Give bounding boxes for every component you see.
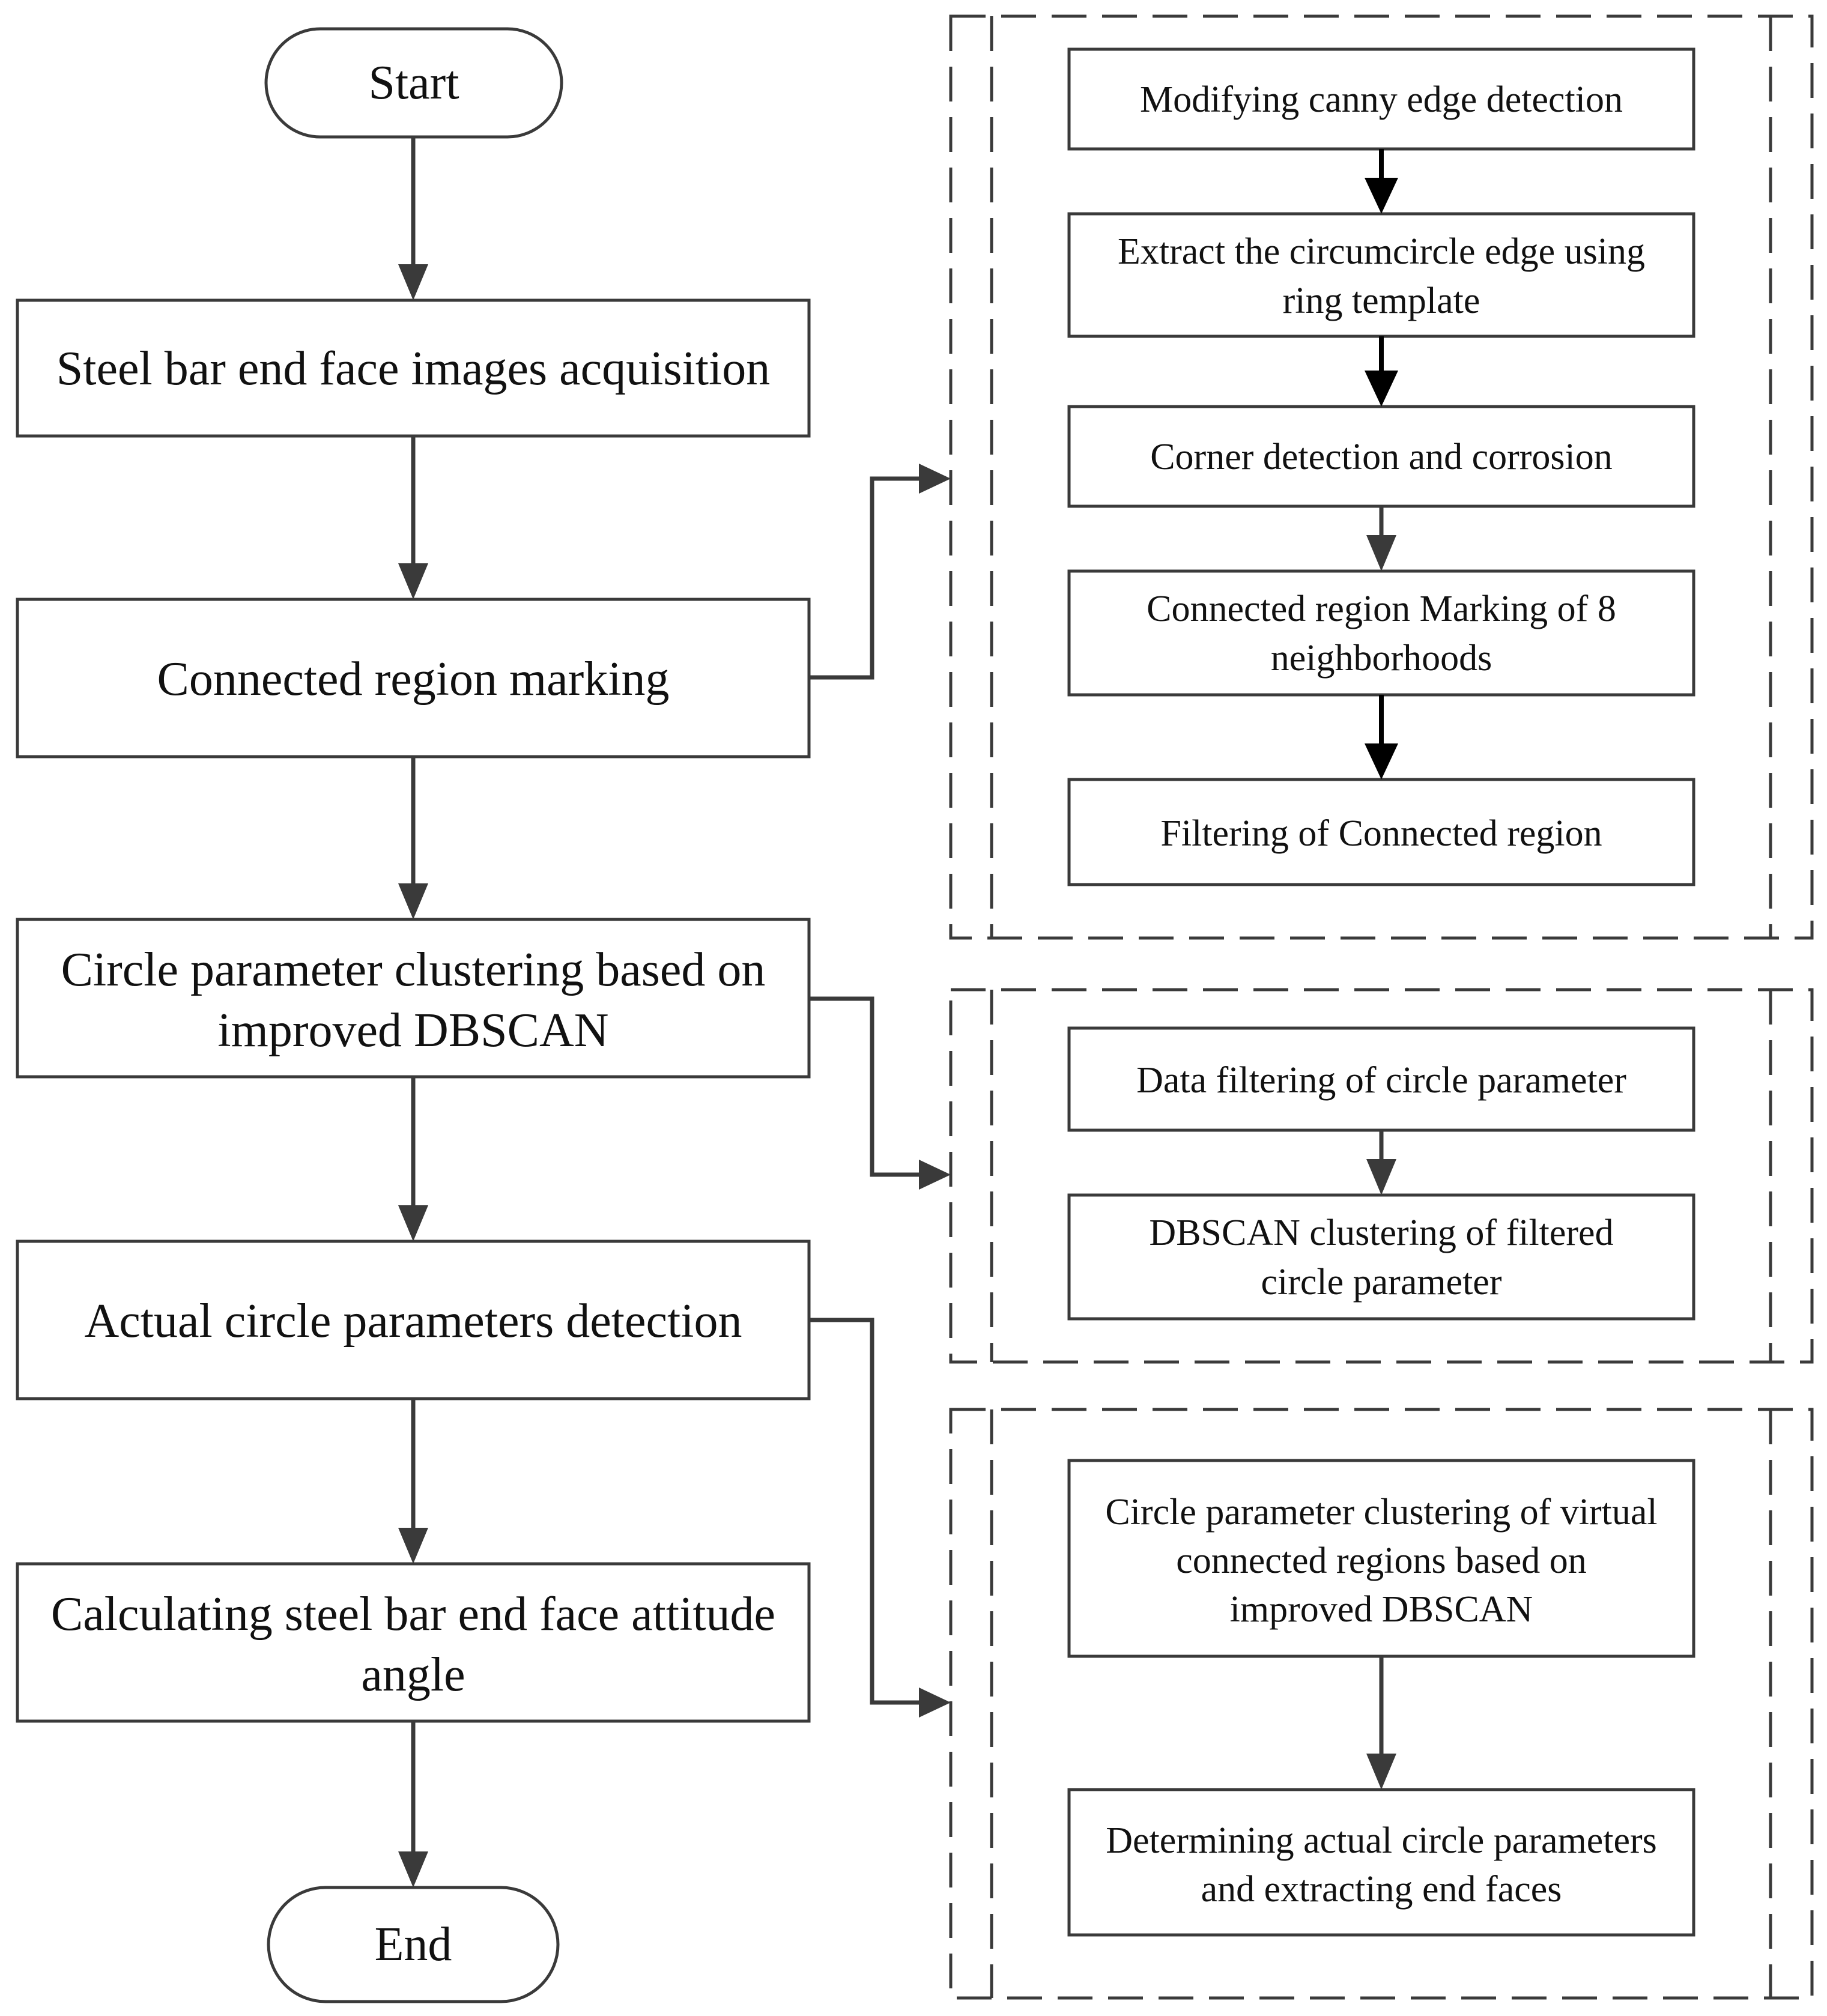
main-flow: Start Steel bar end face images acquisit… <box>16 27 811 2003</box>
clustering-box-data-filtering-label: Data filtering of circle parameter <box>1136 1060 1626 1101</box>
step-connected-region-marking-label: Connected region marking <box>157 653 669 706</box>
marking-box-8-neighborhood: Connected region Marking of 8 neighborho… <box>1067 569 1695 697</box>
start-label: Start <box>368 56 459 109</box>
step-connected-region-marking: Connected region marking <box>16 598 811 758</box>
step-attitude-angle: Calculating steel bar end face attitude … <box>16 1562 811 1723</box>
marking-box-8-neighborhood-line1: Connected region Marking of 8 <box>1147 589 1616 629</box>
marking-box-corner: Corner detection and corrosion <box>1067 405 1695 508</box>
clustering-box-dbscan-line2: circle parameter <box>1261 1262 1502 1303</box>
marking-box-circumcircle-line1: Extract the circumcircle edge using <box>1118 231 1645 272</box>
marking-box-canny-label: Modifying canny edge detection <box>1140 79 1623 120</box>
group-detection: Circle parameter clustering of virtual c… <box>949 1408 1814 2000</box>
step-circle-parameter-clustering: Circle parameter clustering based on imp… <box>16 918 811 1079</box>
end-label: End <box>375 1918 452 1971</box>
start-terminal: Start <box>264 27 563 139</box>
step-circle-parameter-clustering-line2: improved DBSCAN <box>217 1004 608 1057</box>
step-image-acquisition-label: Steel bar end face images acquisition <box>56 342 770 395</box>
detection-box-virtual-regions-line3: improved DBSCAN <box>1230 1589 1533 1630</box>
detection-box-actual-parameters: Determining actual circle parameters and… <box>1067 1788 1695 1937</box>
group-marking: Modifying canny edge detection Extract t… <box>949 14 1814 940</box>
marking-box-corner-label: Corner detection and corrosion <box>1150 437 1613 477</box>
detection-connectors <box>1366 1656 1396 1790</box>
marking-box-circumcircle: Extract the circumcircle edge using ring… <box>1067 212 1695 338</box>
clustering-box-dbscan-line1: DBSCAN clustering of filtered <box>1149 1212 1613 1253</box>
clustering-box-dbscan: DBSCAN clustering of filtered circle par… <box>1067 1193 1695 1321</box>
marking-connectors <box>1365 149 1398 779</box>
step-attitude-angle-line1: Calculating steel bar end face attitude <box>51 1588 775 1641</box>
detection-box-virtual-regions: Circle parameter clustering of virtual c… <box>1067 1459 1695 1658</box>
marking-box-circumcircle-line2: ring template <box>1283 280 1480 321</box>
step-image-acquisition: Steel bar end face images acquisition <box>16 298 811 438</box>
end-terminal: End <box>267 1886 560 2003</box>
clustering-connectors <box>1366 1130 1396 1195</box>
step-actual-circle-detection: Actual circle parameters detection <box>16 1240 811 1400</box>
clustering-box-data-filtering: Data filtering of circle parameter <box>1067 1026 1695 1132</box>
step-actual-circle-detection-label: Actual circle parameters detection <box>85 1295 742 1348</box>
main-connectors <box>398 137 428 1887</box>
detection-box-virtual-regions-line1: Circle parameter clustering of virtual <box>1105 1492 1657 1533</box>
marking-box-filtering-label: Filtering of Connected region <box>1160 813 1602 854</box>
detection-box-actual-parameters-line1: Determining actual circle parameters <box>1106 1820 1656 1861</box>
step-circle-parameter-clustering-line1: Circle parameter clustering based on <box>61 943 766 996</box>
detection-box-virtual-regions-line2: connected regions based on <box>1176 1540 1586 1581</box>
detection-box-actual-parameters-line2: and extracting end faces <box>1201 1869 1562 1910</box>
marking-box-8-neighborhood-line2: neighborhoods <box>1271 638 1492 679</box>
group-links <box>809 464 951 1718</box>
marking-box-filtering: Filtering of Connected region <box>1067 778 1695 886</box>
step-attitude-angle-line2: angle <box>361 1648 465 1701</box>
group-clustering: Data filtering of circle parameter DBSCA… <box>949 988 1814 1364</box>
marking-box-canny: Modifying canny edge detection <box>1067 47 1695 151</box>
